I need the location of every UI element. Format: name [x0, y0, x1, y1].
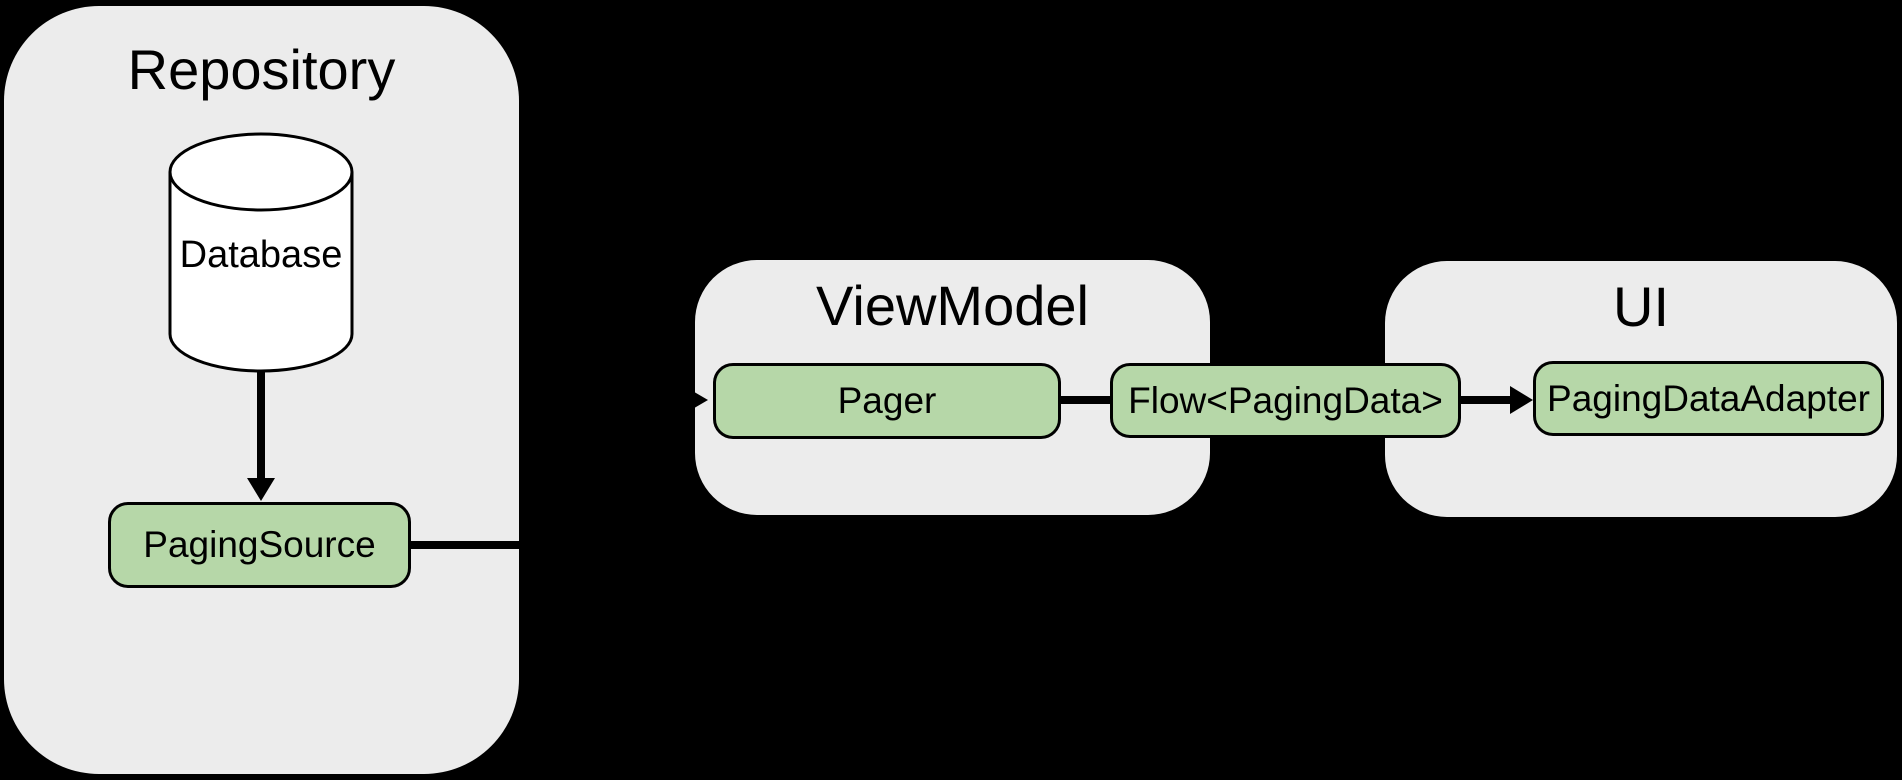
paging-source-node: PagingSource [108, 502, 411, 588]
flow-pagingdata-label: Flow<PagingData> [1128, 379, 1443, 421]
paging-data-adapter-node: PagingDataAdapter [1533, 361, 1884, 436]
viewmodel-title: ViewModel [816, 274, 1089, 337]
paging-data-adapter-label: PagingDataAdapter [1547, 377, 1870, 419]
database-cylinder-icon [168, 132, 354, 373]
ui-title: UI [1613, 275, 1669, 338]
pager-label: Pager [837, 380, 937, 421]
flow-pagingdata-node: Flow<PagingData> [1110, 363, 1461, 438]
pager-node: Pager [713, 363, 1061, 439]
repository-title: Repository [127, 38, 396, 101]
repository-container: Repository [4, 6, 519, 774]
paging-source-label: PagingSource [143, 524, 376, 565]
database-node-label: Database [179, 234, 343, 276]
